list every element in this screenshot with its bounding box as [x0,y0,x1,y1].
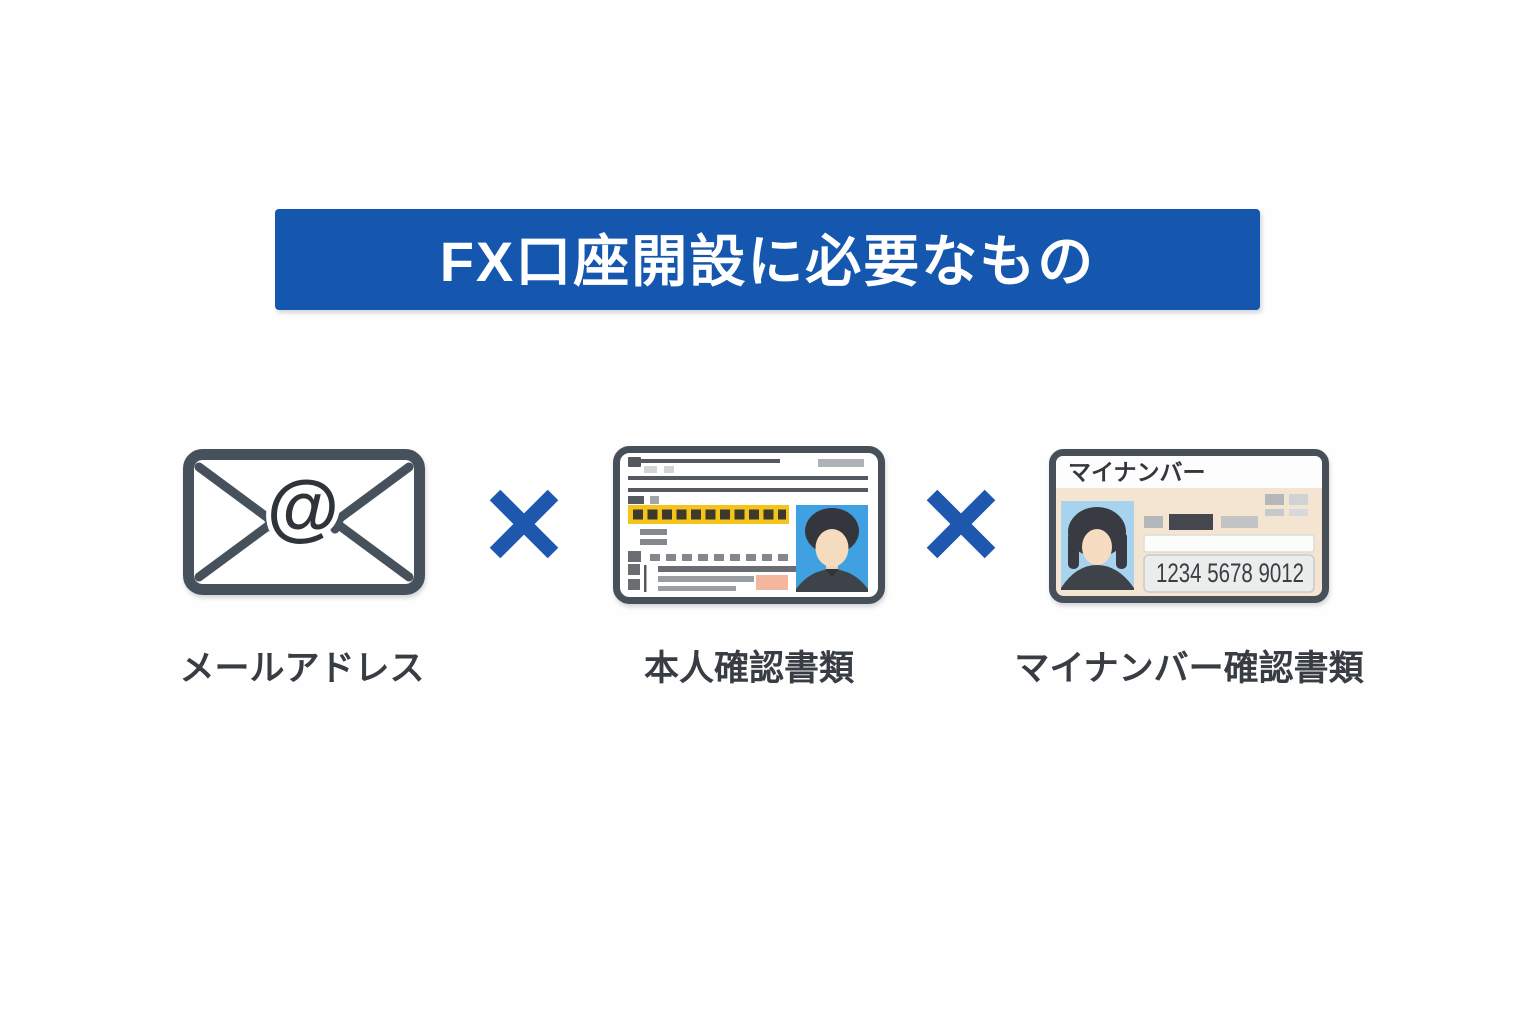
multiply-icon [926,489,996,559]
caption-mynumber-document: マイナンバー確認書類 [1014,649,1364,688]
page-title: FX口座開設に必要なもの [439,230,1096,293]
multiply-icon [489,489,559,559]
mynumber-card-title: マイナンバー [1068,459,1206,485]
caption-email: メールアドレス [179,649,425,688]
title-banner: FX口座開設に必要なもの [275,209,1260,310]
mynumber-digits: 1234 5678 9012 [1156,558,1304,588]
mynumber-card-icon: マイナンバー 1234 5678 9012 [1049,449,1329,603]
at-symbol: @ [267,465,339,548]
caption-identity-document: 本人確認書類 [643,649,855,688]
female-avatar [1061,507,1134,590]
id-card-icon [613,446,885,604]
male-avatar [796,508,868,592]
email-envelope-icon: @ [183,449,425,595]
